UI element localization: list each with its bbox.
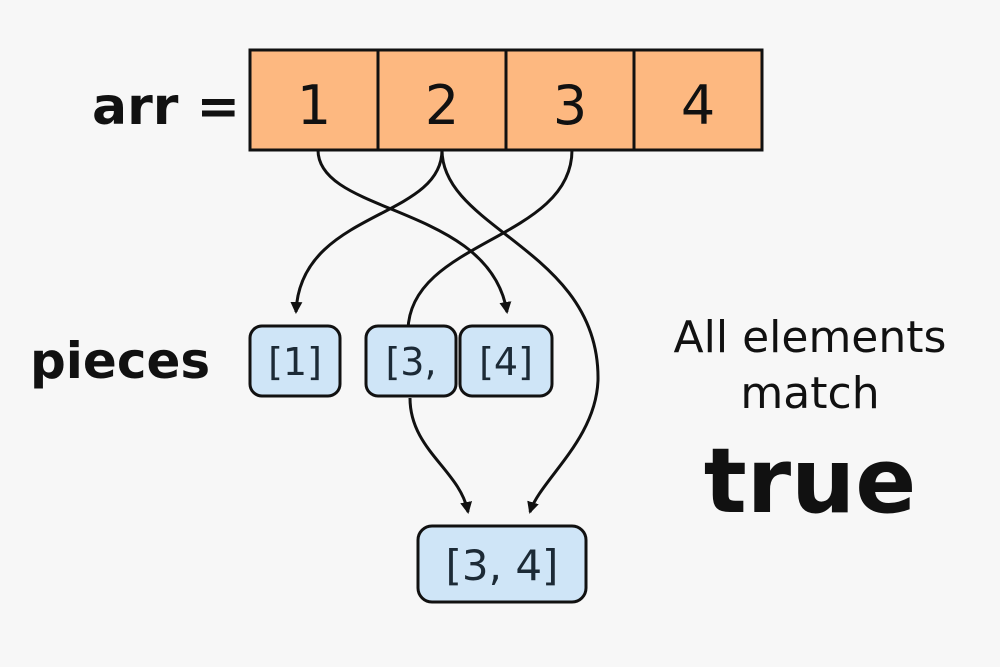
note-line-2: match (740, 368, 879, 419)
result-piece: [3, 4] (416, 524, 588, 604)
pieces-row: [1] [3, [4] (248, 324, 554, 398)
pieces-label: pieces (30, 332, 210, 390)
arr-cell-2: 2 (376, 48, 508, 152)
piece-1: [1] (248, 324, 342, 398)
arrow-arr1-to-piece4 (316, 149, 512, 314)
arr-row: 1 2 3 4 (248, 48, 764, 152)
piece-4: [4] (458, 324, 554, 398)
piece-value: [1] (268, 340, 322, 384)
arrow-piece3-to-result (408, 397, 473, 514)
note-line-1: All elements (674, 312, 947, 363)
note-result: true (704, 429, 917, 534)
arr-cell-value: 3 (553, 74, 587, 137)
result-piece-value: [3, 4] (446, 541, 559, 590)
arr-cell-4: 4 (632, 48, 764, 152)
connectors (290, 149, 600, 514)
arr-cell-value: 1 (297, 74, 331, 137)
piece-value: [4] (479, 340, 533, 384)
arr-cell-value: 2 (425, 74, 459, 137)
arr-cell-3: 3 (504, 48, 636, 152)
arr-label: arr = (92, 77, 240, 137)
match-note: All elements match true (674, 312, 947, 534)
arrow-arr2-to-piece1 (290, 149, 444, 314)
arr-cell-1: 1 (248, 48, 380, 152)
arr-cell-value: 4 (681, 74, 715, 137)
piece-value: [3, (385, 340, 436, 384)
arrow-arr3-to-piece3 (406, 149, 574, 331)
piece-3: [3, (364, 324, 458, 398)
arrow-arr2-to-result (440, 149, 600, 514)
